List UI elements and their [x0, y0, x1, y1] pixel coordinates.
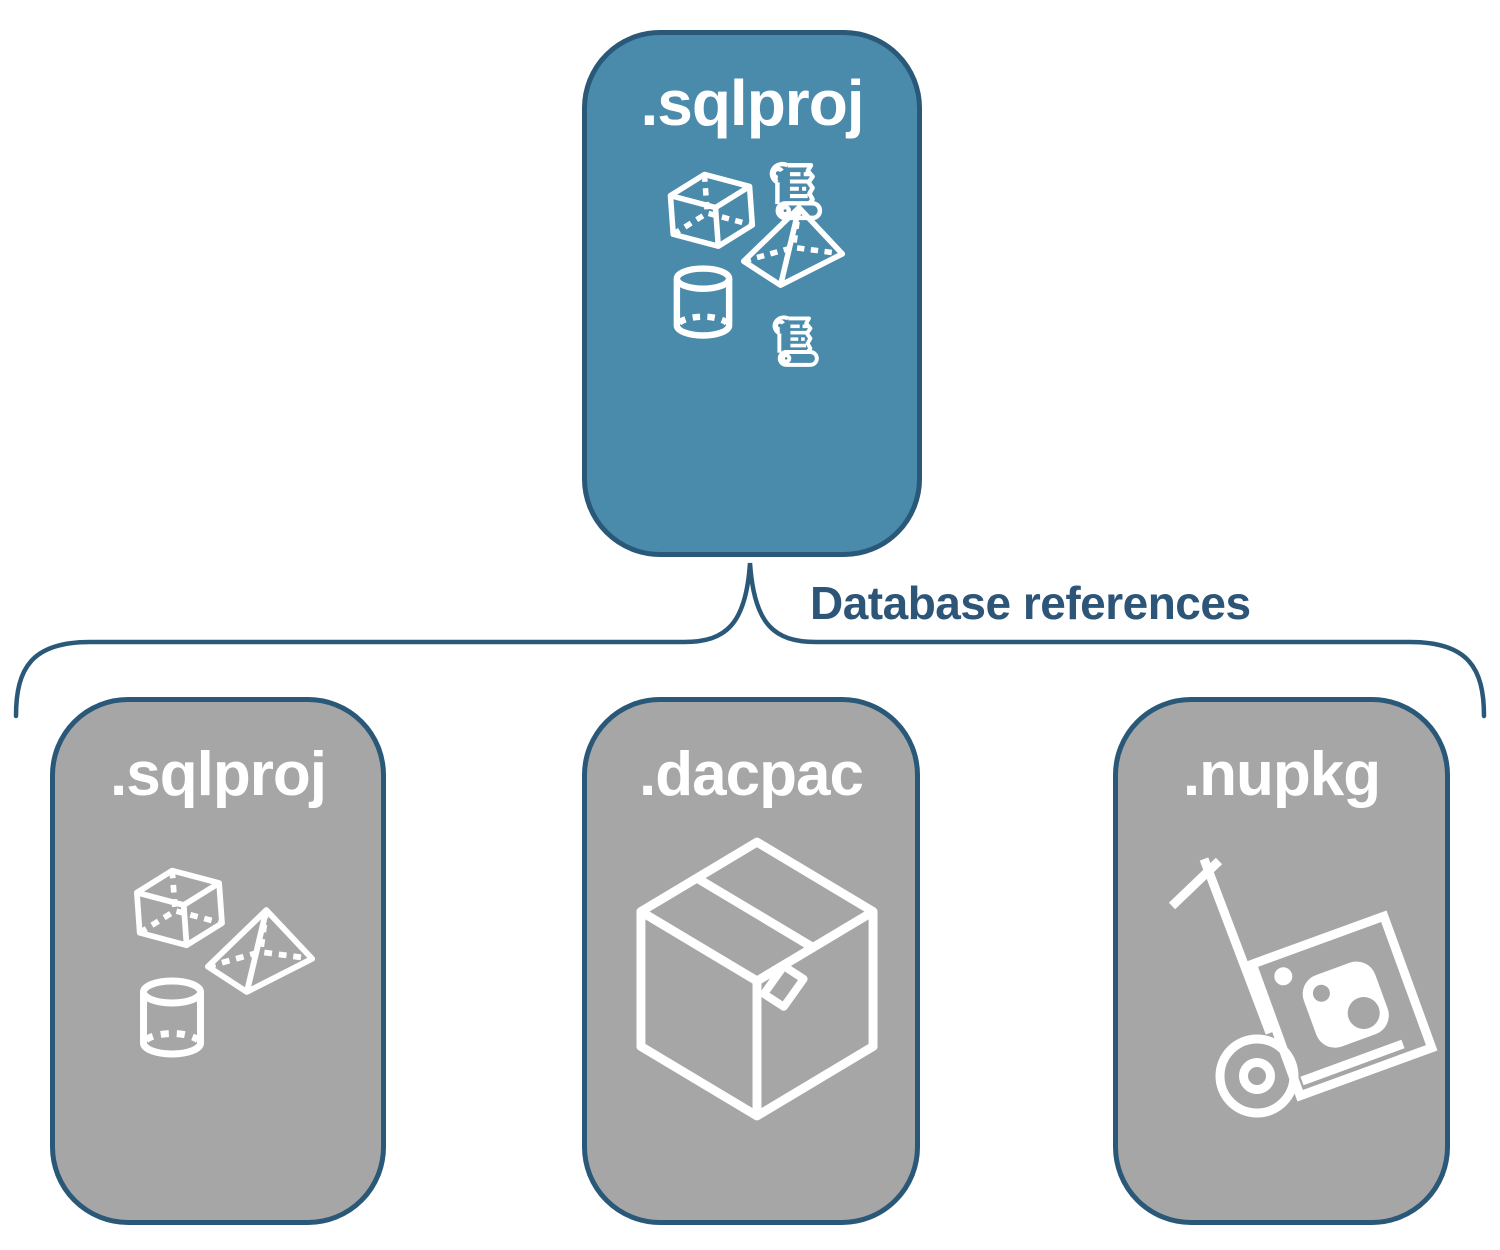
package-box-icon	[633, 834, 881, 1124]
root-node-label: .sqlproj	[640, 67, 864, 139]
root-node-sqlproj: .sqlproj	[582, 30, 922, 557]
child-node-label: .nupkg	[1182, 740, 1381, 809]
child-node-nupkg: .nupkg	[1113, 697, 1450, 1225]
child-node-sqlproj: .sqlproj	[50, 697, 386, 1225]
nuget-hand-truck-icon	[1150, 848, 1445, 1133]
scroll-icon	[764, 312, 824, 372]
cylinder-icon	[136, 976, 208, 1060]
pyramid-icon	[740, 204, 846, 289]
connector-label: Database references	[810, 577, 1251, 629]
pyramid-icon	[204, 906, 316, 996]
child-node-label: .sqlproj	[110, 740, 327, 809]
child-node-label: .dacpac	[639, 740, 864, 809]
cylinder-icon	[670, 264, 736, 341]
